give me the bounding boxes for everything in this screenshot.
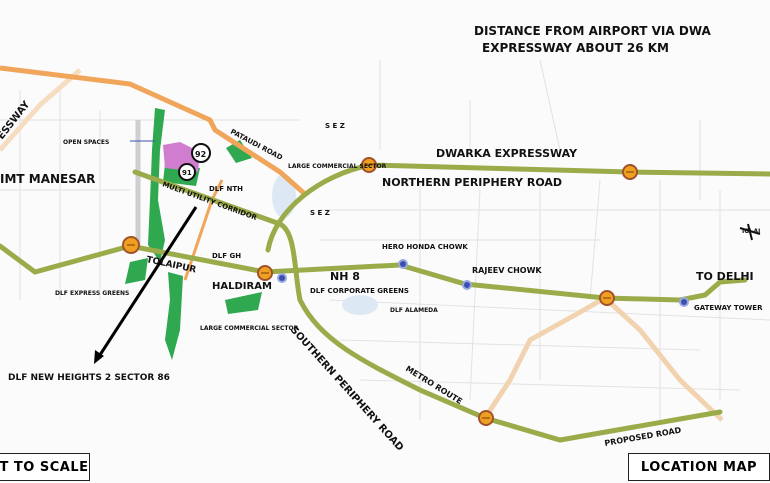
- pataudi-road: [0, 65, 308, 197]
- label-imt-manesar: IMT MANESAR: [0, 172, 95, 186]
- location-map-label: LOCATION MAP: [628, 453, 770, 481]
- landmark-dots: [277, 259, 689, 307]
- label-to-delhi: TO DELHI: [696, 270, 754, 283]
- label-sez: S E Z: [325, 122, 345, 130]
- label-open-spaces: OPEN SPACES: [63, 139, 109, 146]
- sector-grid: [0, 59, 770, 420]
- title-line-2: EXPRESSWAY ABOUT 26 KM: [482, 41, 669, 55]
- label-sez: S E Z: [310, 209, 330, 217]
- label-dwarka-expressway: DWARKA EXPRESSWAY: [436, 147, 578, 160]
- arrow-head-icon: [94, 350, 104, 364]
- label-haldiram: HALDIRAM: [212, 281, 272, 292]
- label-hero-honda-chowk: HERO HONDA CHOWK: [382, 243, 468, 251]
- label-sector-91: 91: [182, 169, 192, 177]
- label-dlf-alameda: DLF ALAMEDA: [390, 307, 438, 314]
- label-gateway-tower: GATEWAY TOWER: [694, 304, 763, 312]
- airplane-icon: [739, 223, 761, 241]
- metro-stations: [122, 157, 638, 426]
- label-northern-periphery-road: NORTHERN PERIPHERY ROAD: [382, 176, 562, 189]
- metro-icon: [599, 290, 615, 306]
- label-dlf-corporate-greens: DLF CORPORATE GREENS: [310, 287, 409, 295]
- sector-circles: [178, 143, 211, 181]
- label-dlf-express-greens: DLF EXPRESS GREENS: [55, 290, 129, 297]
- metro-icon: [361, 157, 377, 173]
- label-nh8: NH 8: [330, 270, 360, 283]
- label-dlf-gh: DLF GH: [212, 252, 241, 260]
- label-rajeev-chowk: RAJEEV CHOWK: [472, 266, 542, 275]
- label-igi-airport: IGI AI: [742, 228, 760, 235]
- metro-icon: [122, 236, 140, 254]
- label-large-commercial-top: LARGE COMMERCIAL SECTOR: [288, 163, 387, 170]
- pointer-arrow: [96, 206, 198, 359]
- metro-icon: [622, 164, 638, 180]
- label-dlf-nth: DLF NTH: [209, 185, 243, 193]
- alameda-zone: [342, 295, 378, 315]
- label-southern-periphery-road: SOUTHERN PERIPHERY ROAD: [288, 325, 405, 454]
- label-large-commercial-bottom: LARGE COMMERCIAL SECTOR: [200, 325, 299, 332]
- expressway-road: [0, 68, 82, 152]
- label-dlf-new-heights: DLF NEW HEIGHTS 2 SECTOR 86: [8, 373, 170, 383]
- metro-icon: [257, 265, 273, 281]
- label-sector-92: 92: [195, 150, 206, 159]
- title-line-1: DISTANCE FROM AIRPORT VIA DWA: [474, 24, 712, 38]
- proposed-road-line: [482, 294, 724, 422]
- scale-note-box: T TO SCALE: [0, 453, 90, 481]
- metro-icon: [478, 410, 494, 426]
